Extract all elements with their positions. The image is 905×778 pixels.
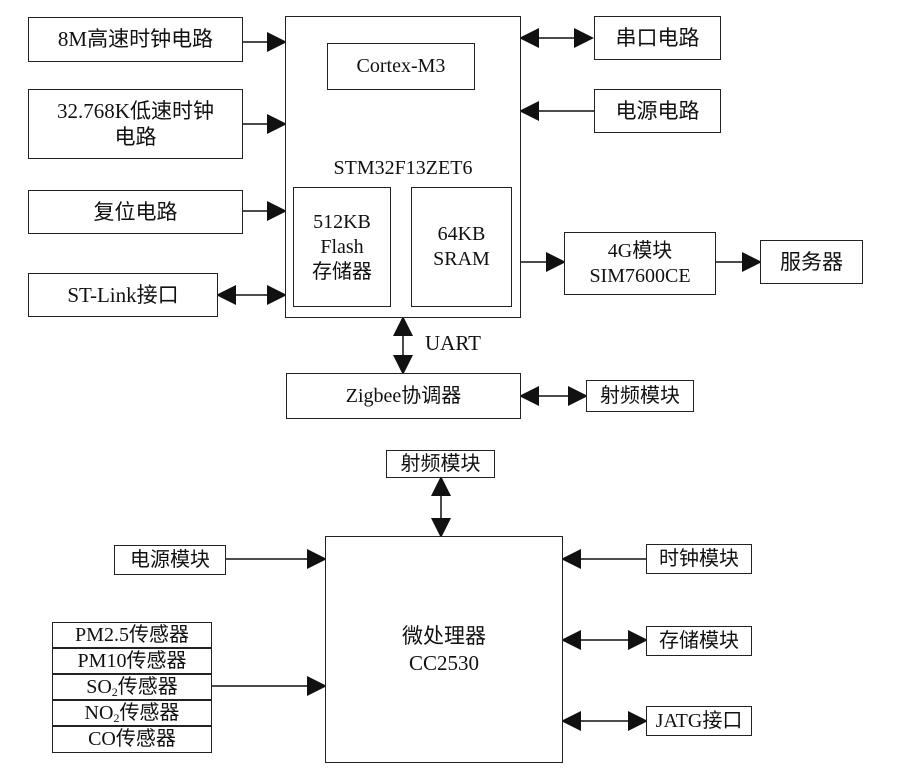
- power-module-label: 电源模块: [130, 548, 210, 571]
- rf-module-top-box: 射频模块: [586, 380, 694, 412]
- rf-module-bottom-box: 射频模块: [386, 450, 495, 478]
- stm32-model-label: STM32F13ZET6: [333, 157, 473, 179]
- jatg-box: JATG接口: [646, 706, 752, 736]
- power-module-box: 电源模块: [114, 545, 226, 575]
- sensor-co-box: CO传感器: [52, 726, 212, 753]
- sensor-pm10-box: PM10传感器: [52, 648, 212, 674]
- sensor-pm25-box: PM2.5传感器: [52, 622, 212, 648]
- power-circuit-box: 电源电路: [594, 89, 721, 133]
- ls-clock-box: 32.768K低速时钟 电路: [28, 89, 243, 159]
- sensor-so2-label: SO2传感器: [86, 675, 178, 699]
- ls-clock-label-line2: 电路: [114, 125, 157, 149]
- sensor-co-label: CO传感器: [88, 728, 176, 750]
- rf-module-bottom-label: 射频模块: [400, 452, 481, 475]
- hs-clock-label: 8M高速时钟电路: [57, 27, 214, 52]
- stlink-label: ST-Link接口: [67, 282, 179, 307]
- flash-label-line1: 512KB: [313, 210, 371, 233]
- cc2530-box: 微处理器 CC2530: [325, 536, 563, 763]
- cortex-m3-label: Cortex-M3: [356, 55, 446, 77]
- sensor-no2-label: NO2传感器: [84, 701, 180, 725]
- sensor-pm10-label: PM10传感器: [77, 649, 187, 672]
- cortex-m3-box: Cortex-M3: [327, 43, 475, 90]
- flash-label-line3: 存储器: [312, 260, 372, 283]
- module-4g-label-line1: 4G模块: [607, 239, 673, 262]
- uart-circuit-box: 串口电路: [594, 16, 721, 60]
- zigbee-coordinator-label: Zigbee协调器: [345, 384, 462, 407]
- power-circuit-label: 电源电路: [615, 98, 700, 123]
- cc2530-label-line1: 微处理器: [402, 624, 486, 649]
- reset-label: 复位电路: [93, 199, 178, 224]
- clock-module-label: 时钟模块: [659, 547, 739, 570]
- sram-box: 64KB SRAM: [411, 187, 512, 307]
- sram-label-line1: 64KB: [437, 223, 486, 245]
- module-4g-label-line2: SIM7600CE: [589, 264, 691, 287]
- reset-box: 复位电路: [28, 190, 243, 234]
- uart-circuit-label: 串口电路: [615, 25, 700, 50]
- storage-module-label: 存储模块: [659, 629, 739, 652]
- storage-module-box: 存储模块: [646, 626, 752, 656]
- sram-label-line2: SRAM: [433, 248, 490, 270]
- flash-label-line2: Flash: [320, 235, 364, 258]
- zigbee-coordinator-box: Zigbee协调器: [286, 373, 521, 419]
- sensor-pm25-label: PM2.5传感器: [75, 623, 189, 646]
- cc2530-label-line2: CC2530: [408, 650, 479, 675]
- stlink-box: ST-Link接口: [28, 273, 218, 317]
- sensor-so2-box: SO2传感器: [52, 674, 212, 700]
- ls-clock-label-line1: 32.768K低速时钟: [57, 98, 214, 123]
- server-label: 服务器: [780, 249, 843, 274]
- clock-module-box: 时钟模块: [646, 544, 752, 574]
- jatg-label: JATG接口: [655, 709, 743, 732]
- server-box: 服务器: [760, 240, 863, 284]
- uart-label: UART: [425, 331, 481, 355]
- rf-module-top-label: 射频模块: [600, 384, 680, 407]
- flash-box: 512KB Flash 存储器: [293, 187, 391, 307]
- hs-clock-box: 8M高速时钟电路: [28, 17, 243, 62]
- sensor-no2-box: NO2传感器: [52, 700, 212, 726]
- module-4g-box: 4G模块 SIM7600CE: [564, 232, 716, 295]
